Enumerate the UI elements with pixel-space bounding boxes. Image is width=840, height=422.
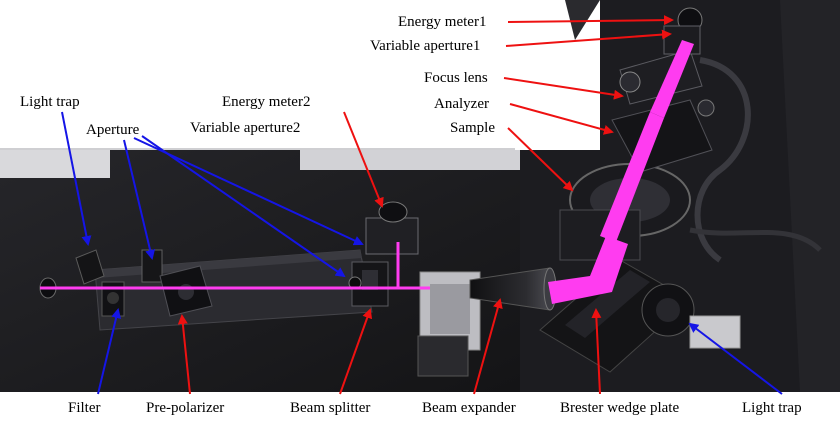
- energy-meter2-component: [365, 201, 419, 255]
- beam-expander-component: [469, 267, 557, 311]
- red-arrows: [177, 15, 674, 395]
- label-light-trap-bottom: Light trap: [742, 400, 802, 416]
- beam-splitter-component: [348, 261, 389, 307]
- label-sample: Sample: [450, 120, 495, 136]
- label-filter: Filter: [68, 400, 101, 416]
- label-variable-aperture1: Variable aperture1: [370, 38, 481, 54]
- label-brester-wedge-plate: Brester wedge plate: [560, 400, 680, 416]
- label-variable-aperture2: Variable aperture2: [190, 120, 301, 136]
- label-focus-lens: Focus lens: [424, 70, 488, 86]
- label-energy-meter2: Energy meter2: [222, 94, 311, 110]
- blue-arrows: [61, 111, 783, 395]
- label-analyzer: Analyzer: [434, 96, 489, 112]
- label-energy-meter1: Energy meter1: [398, 14, 487, 30]
- label-light-trap-top: Light trap: [20, 94, 80, 110]
- label-aperture: Aperture: [86, 122, 140, 138]
- label-pre-polarizer: Pre-polarizer: [146, 400, 225, 416]
- label-beam-expander: Beam expander: [422, 400, 516, 416]
- label-beam-splitter: Beam splitter: [290, 400, 371, 416]
- light-trap-left: [39, 249, 105, 299]
- filter-component: [101, 281, 125, 317]
- photo-background: [0, 0, 840, 392]
- laser-beam: [40, 40, 694, 304]
